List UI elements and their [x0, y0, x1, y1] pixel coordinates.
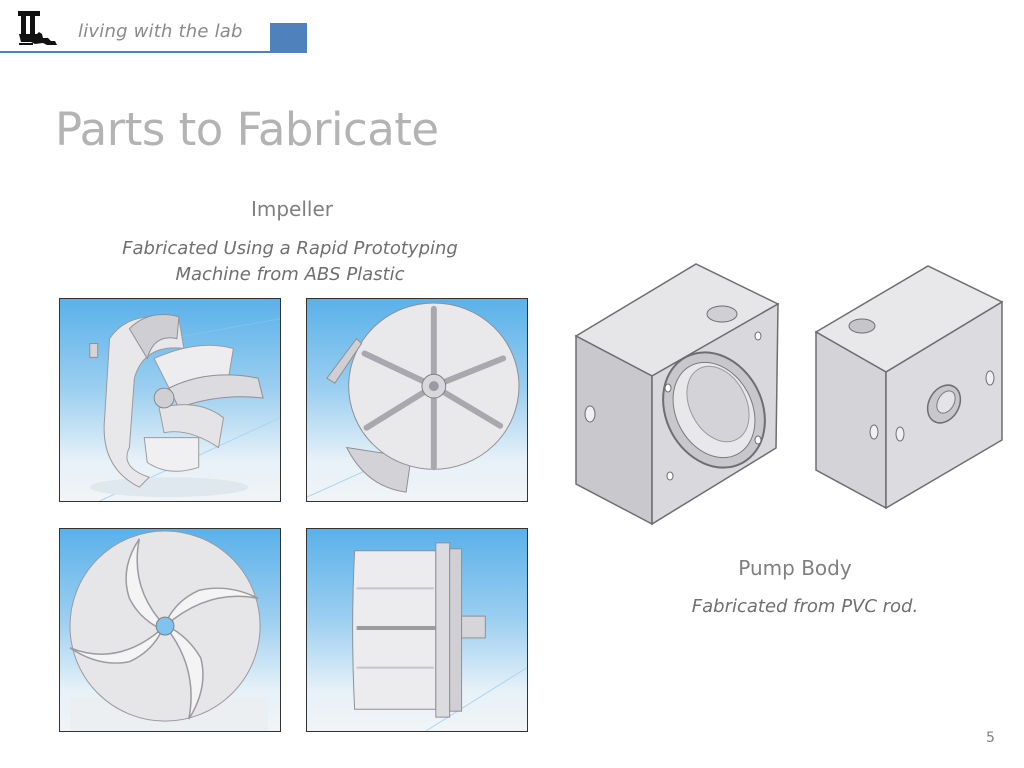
impeller-caption-line1: Fabricated Using a Rapid Prototyping [122, 238, 458, 259]
slide-title: Parts to Fabricate [55, 103, 439, 156]
impeller-side-view-image [306, 528, 528, 732]
impeller-caption-line2: Machine from ABS Plastic [175, 264, 405, 285]
pump-body-front-image [574, 263, 780, 526]
impeller-front-view-image [59, 528, 281, 732]
impeller-caption: Fabricated Using a Rapid Prototyping Mac… [90, 236, 490, 288]
louisiana-tech-logo-icon [18, 11, 57, 45]
impeller-isometric-image [59, 298, 281, 502]
page-number: 5 [986, 730, 995, 746]
pump-body-caption: Fabricated from PVC rod. [691, 596, 919, 617]
pump-body-back-image [814, 265, 1004, 510]
pump-body-heading: Pump Body [738, 556, 852, 580]
impeller-heading: Impeller [250, 197, 334, 221]
header-divider [0, 51, 307, 53]
brand-text: living with the lab [78, 21, 243, 42]
header-accent-box [270, 23, 307, 52]
impeller-back-view-image [306, 298, 528, 502]
